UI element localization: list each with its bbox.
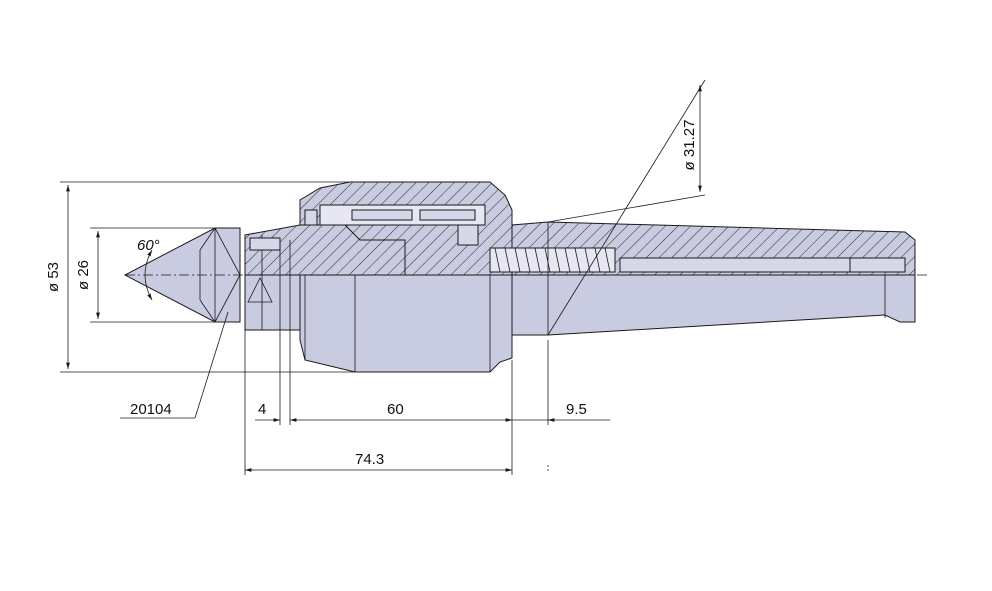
label-length-60: 60 <box>387 401 404 418</box>
label-length-9-5: 9.5 <box>566 401 587 418</box>
label-length-74-3: 74.3 <box>355 451 384 468</box>
spring-coils <box>489 247 616 273</box>
dimension-diameter-53: ø 53 <box>45 181 355 373</box>
morse-taper-shank <box>489 221 916 336</box>
label-angle-60: 60° <box>137 237 160 254</box>
label-diameter-53: ø 53 <box>45 262 62 292</box>
dimension-diameter-26: ø 26 <box>75 227 215 323</box>
dimension-diameter-31-27: ø 31.27 <box>547 79 706 336</box>
label-length-4: 4 <box>258 401 266 418</box>
angle-annotation: 60° <box>137 237 160 301</box>
bearing-housing <box>299 181 513 373</box>
label-part-number: 20104 <box>130 401 172 418</box>
dimension-lengths: 4 60 9.5 74.3 <box>244 330 610 475</box>
part-number-leader: 20104 <box>120 311 229 419</box>
label-diameter-31-27: ø 31.27 <box>681 120 698 171</box>
label-diameter-26: ø 26 <box>75 260 92 290</box>
